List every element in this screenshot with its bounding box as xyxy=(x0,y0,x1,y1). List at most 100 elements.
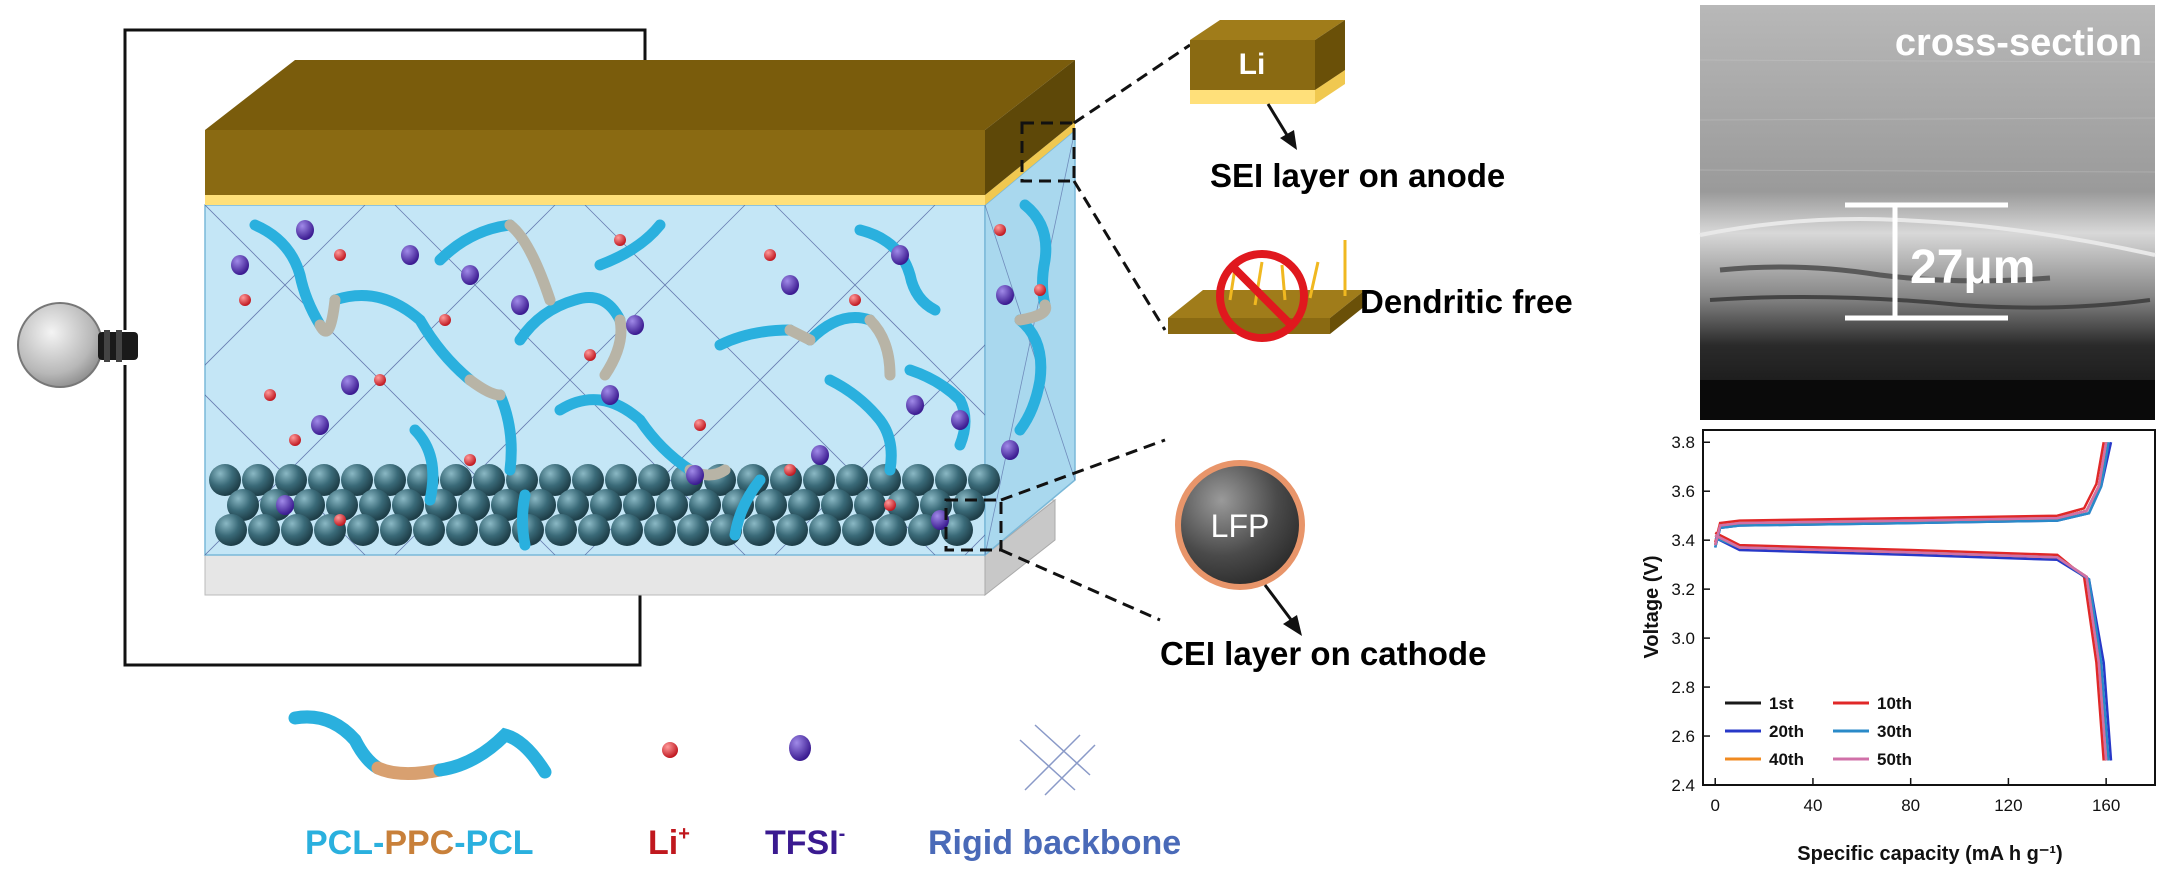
li-ion xyxy=(264,389,276,401)
battery-cell xyxy=(203,60,1076,597)
light-bulb-icon xyxy=(17,302,138,388)
cathode-particle xyxy=(413,514,445,546)
series-line-50th-charge xyxy=(1713,441,2108,546)
cathode-particle xyxy=(524,489,556,521)
cathode-particle xyxy=(842,514,874,546)
thickness-label: 27μm xyxy=(1910,241,2035,294)
cathode-particle xyxy=(623,489,655,521)
li-ion xyxy=(884,499,896,511)
x-tick-label: 0 xyxy=(1710,796,1719,815)
tfsi-ion xyxy=(686,465,704,485)
legend: PCL-PPC-PCL Li+ TFSI- Rigid backbone xyxy=(288,710,1181,862)
cathode-particle xyxy=(836,464,868,496)
cathode-particle xyxy=(572,464,604,496)
cathode-particle xyxy=(935,464,967,496)
cathode-particle xyxy=(326,489,358,521)
li-ion xyxy=(849,294,861,306)
polymer-chains xyxy=(249,199,1052,551)
cathode-particle xyxy=(545,514,577,546)
legend-polymer-icon xyxy=(288,710,552,780)
cathode-particle xyxy=(644,514,676,546)
series-line-10th-discharge xyxy=(1714,531,2105,761)
tfsi-ion xyxy=(231,255,249,275)
cathode-particle xyxy=(902,464,934,496)
cathode-particle xyxy=(821,489,853,521)
tfsi-ion xyxy=(341,375,359,395)
legend-entry: 10th xyxy=(1877,694,1912,713)
legend-li-ion-label: Li+ xyxy=(648,823,690,862)
cathode-particle xyxy=(776,514,808,546)
y-tick-label: 3.2 xyxy=(1671,580,1695,599)
tfsi-ion xyxy=(401,245,419,265)
tfsi-ion xyxy=(461,265,479,285)
cathode-particle xyxy=(281,514,313,546)
cathode-particle xyxy=(854,489,886,521)
cathode-collector-side xyxy=(984,498,1056,597)
tfsi-ion xyxy=(811,445,829,465)
y-tick-label: 2.8 xyxy=(1671,678,1695,697)
sem-title: cross-section xyxy=(1895,22,2142,64)
tfsi-ion xyxy=(511,295,529,315)
cathode-particle xyxy=(446,514,478,546)
x-axis-label: Specific capacity (mA h g⁻¹) xyxy=(1797,843,2062,865)
y-tick-label: 2.6 xyxy=(1671,727,1695,746)
li-ion xyxy=(334,514,346,526)
dendritic-free-label: Dendritic free xyxy=(1360,283,1573,320)
cathode-particle xyxy=(440,464,472,496)
sei-arrow xyxy=(1266,103,1297,150)
li-ion xyxy=(694,419,706,431)
lfp-label: LFP xyxy=(1211,508,1270,544)
li-ion xyxy=(374,374,386,386)
cathode-particle xyxy=(743,514,775,546)
lithium-anode-top xyxy=(205,60,1075,130)
thickness-marker xyxy=(1845,202,2008,321)
legend-polymer-label: PCL-PPC-PCL xyxy=(305,824,534,862)
tfsi-ion xyxy=(276,495,294,515)
li-ion xyxy=(239,294,251,306)
legend-rigid-backbone-label: Rigid backbone xyxy=(928,824,1181,862)
legend-entry: 30th xyxy=(1877,722,1912,741)
cathode-particle xyxy=(590,489,622,521)
tfsi-ion xyxy=(626,315,644,335)
series-line-50th-discharge xyxy=(1714,534,2108,761)
li-ion xyxy=(289,434,301,446)
cathode-particle xyxy=(803,464,835,496)
cathode-particle xyxy=(209,464,241,496)
cathode-particle xyxy=(458,489,490,521)
li-ion xyxy=(994,224,1006,236)
x-tick-label: 80 xyxy=(1901,796,1920,815)
tfsi-ion xyxy=(601,385,619,405)
li-ion xyxy=(334,249,346,261)
cathode-particle xyxy=(656,489,688,521)
cathode-particle xyxy=(227,489,259,521)
cathode-particle xyxy=(248,514,280,546)
cei-label: CEI layer on cathode xyxy=(1160,635,1486,672)
legend-entry: 50th xyxy=(1877,750,1912,769)
y-axis-label: Voltage (V) xyxy=(1641,556,1663,659)
cathode-particle xyxy=(473,464,505,496)
legend-entry: 20th xyxy=(1769,722,1804,741)
sei-layer xyxy=(205,195,985,205)
cathode-particle xyxy=(677,514,709,546)
sei-layer-side xyxy=(985,122,1075,205)
dendrite-free-illustration xyxy=(1168,240,1365,342)
tfsi-ion xyxy=(296,220,314,240)
cathode-collector xyxy=(204,554,986,596)
series-line-20th-discharge xyxy=(1714,536,2113,761)
cathode-particle xyxy=(605,464,637,496)
cathode-particle xyxy=(557,489,589,521)
legend-entry: 1st xyxy=(1769,694,1794,713)
legend-tfsi-label: TFSI- xyxy=(765,823,845,862)
legend-li-ion-icon xyxy=(662,742,678,758)
li-ion xyxy=(464,454,476,466)
cathode-particle xyxy=(578,514,610,546)
cathode-particle xyxy=(887,489,919,521)
lithium-anode-side xyxy=(985,60,1075,195)
cathode-particle xyxy=(737,464,769,496)
cathode-particle xyxy=(341,464,373,496)
li-ion xyxy=(584,349,596,361)
li-ion xyxy=(784,464,796,476)
y-tick-label: 3.4 xyxy=(1671,531,1695,550)
cathode-particle xyxy=(242,464,274,496)
